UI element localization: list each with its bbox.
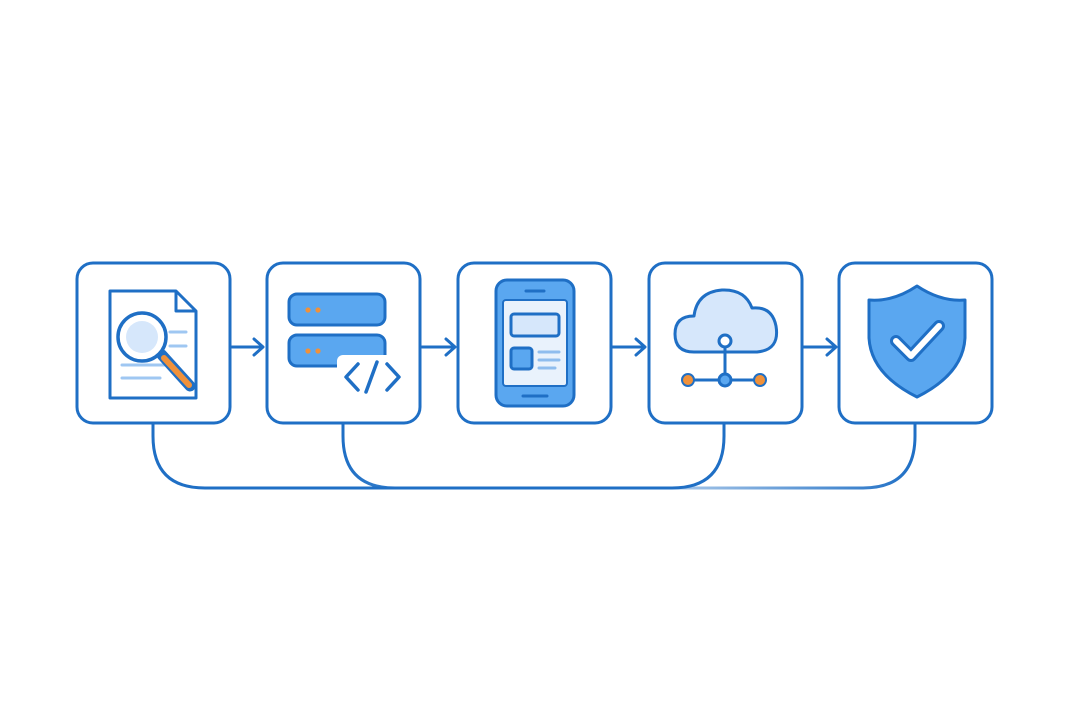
shield-check-icon <box>867 284 967 399</box>
arrow-1 <box>230 337 265 357</box>
stage-backend <box>265 261 422 425</box>
document-search-icon <box>108 289 198 400</box>
arrow-3 <box>610 337 647 357</box>
mobile-app-icon <box>494 278 576 408</box>
arrow-4 <box>801 337 838 357</box>
loop-research-to-cloud <box>151 421 726 490</box>
flow-arrows <box>230 337 838 357</box>
loop-backend-to-security <box>341 421 917 490</box>
cloud-network-icon <box>673 288 779 388</box>
arrow-2 <box>420 337 457 357</box>
stage-research <box>75 261 232 425</box>
loop-connectors <box>151 421 917 490</box>
stage-security <box>837 261 994 425</box>
stage-mobile <box>456 261 613 425</box>
stage-cloud <box>647 261 804 425</box>
server-code-icon <box>287 292 407 401</box>
